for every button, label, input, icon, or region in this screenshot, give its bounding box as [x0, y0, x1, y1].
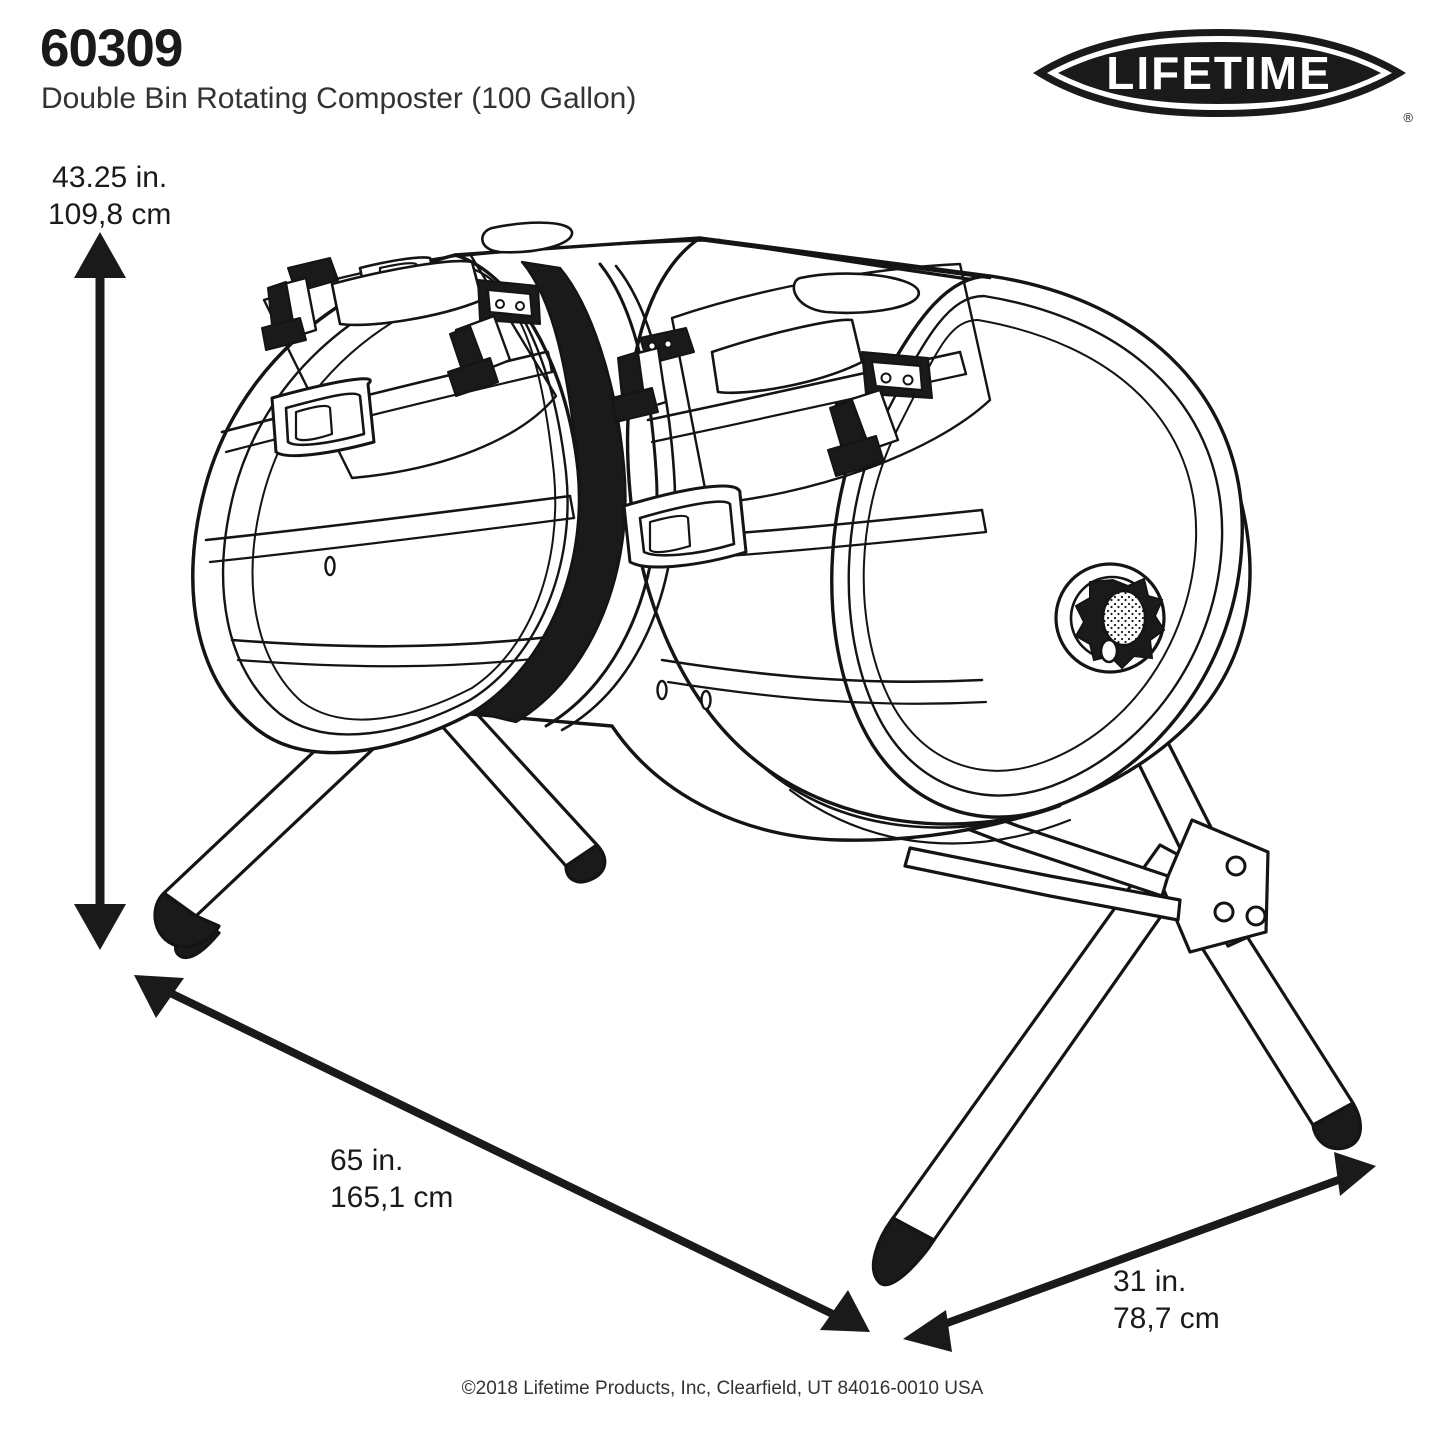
bracket-bolt-hole	[1225, 855, 1247, 877]
drum-rib	[666, 680, 988, 705]
drum-rib	[660, 658, 984, 684]
right-bin-door-panel	[670, 262, 992, 506]
brand-logo-text: LIFETIME	[1106, 47, 1332, 99]
bin-separator-band	[472, 260, 627, 724]
lifetime-brand-logo: LIFETIME ®	[1027, 27, 1413, 125]
latch-hole	[902, 374, 914, 386]
axle-pin	[1099, 638, 1119, 664]
drum-rib	[230, 634, 560, 648]
drum-axle-hub	[1054, 562, 1166, 674]
product-subtitle: Double Bin Rotating Composter (100 Gallo…	[41, 82, 637, 115]
dimension-label-height: 43.25 in. 109,8 cm	[48, 160, 171, 234]
aeration-hole	[324, 555, 336, 577]
left-bin-top-handle	[481, 221, 574, 254]
drum-rib	[208, 516, 576, 564]
right-bin-handle	[622, 484, 748, 569]
drum-rib	[224, 370, 554, 454]
hub-cap-speckle	[1101, 589, 1147, 647]
drum-rib	[236, 654, 562, 668]
dimension-annotations	[74, 232, 1376, 1352]
end-cap-ring-inner	[862, 319, 1198, 772]
right-bin-top-handle	[792, 272, 920, 315]
left-bin-rim-ring	[221, 266, 569, 736]
registered-trademark-icon: ®	[1403, 110, 1413, 125]
header: 60309 Double Bin Rotating Composter (100…	[0, 0, 1445, 140]
composter-stand	[153, 630, 1362, 1286]
dimension-label-width: 65 in. 165,1 cm	[330, 1143, 453, 1217]
composter-drum	[191, 221, 1252, 845]
copyright-notice: ©2018 Lifetime Products, Inc, Clearfield…	[461, 1378, 984, 1399]
depth-imperial: 31 in.	[1113, 1265, 1187, 1298]
width-metric: 165,1 cm	[330, 1180, 454, 1214]
height-imperial: 43.25 in.	[52, 161, 168, 194]
dimension-arrow-height	[74, 232, 126, 950]
dimension-arrow-depth	[903, 1152, 1376, 1352]
aeration-hole	[656, 679, 668, 701]
bracket-bolt-hole	[1213, 901, 1235, 923]
page-title: 60309	[40, 19, 183, 78]
height-metric: 109,8 cm	[48, 197, 172, 231]
dimension-arrow-width	[134, 975, 870, 1332]
bracket-bolt-hole	[1245, 905, 1267, 927]
left-bin-handle	[270, 377, 376, 458]
depth-metric: 78,7 cm	[1113, 1301, 1220, 1335]
latch-hole	[495, 299, 505, 309]
latch-hole	[515, 301, 525, 311]
latch-hole	[880, 372, 892, 384]
left-bin-latch	[447, 279, 541, 397]
drum-rib	[204, 494, 572, 542]
aeration-hole	[700, 689, 712, 711]
dimension-label-depth: 31 in. 78,7 cm	[1113, 1264, 1220, 1338]
right-bin-latch	[827, 351, 933, 477]
width-imperial: 65 in.	[330, 1144, 404, 1177]
